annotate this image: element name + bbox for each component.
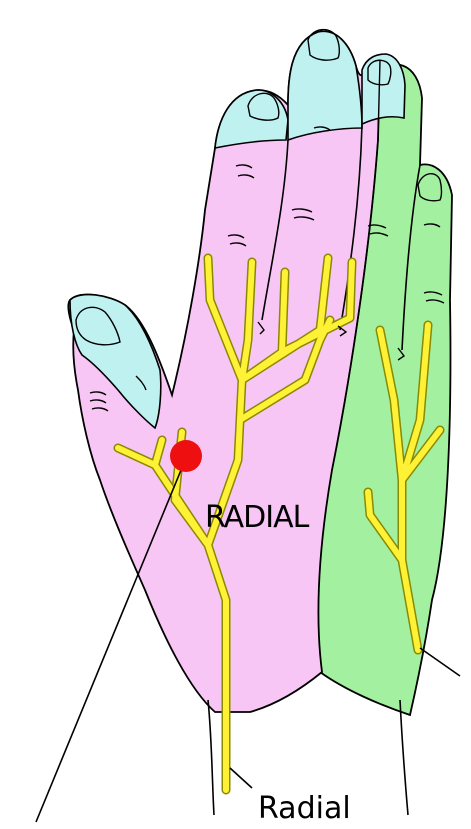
wrist-right	[400, 700, 408, 815]
middle-tip-cyan	[288, 31, 362, 140]
ulnar-pointer-line	[420, 648, 460, 676]
ring-tip-cyan	[362, 54, 405, 124]
point-marker	[170, 440, 202, 472]
region-label: RADIAL	[205, 500, 310, 535]
point-pointer-line	[36, 458, 186, 822]
nerve-pointer-line	[230, 768, 252, 788]
wrist-left	[208, 700, 214, 815]
nerve-label: Radial	[258, 791, 351, 826]
